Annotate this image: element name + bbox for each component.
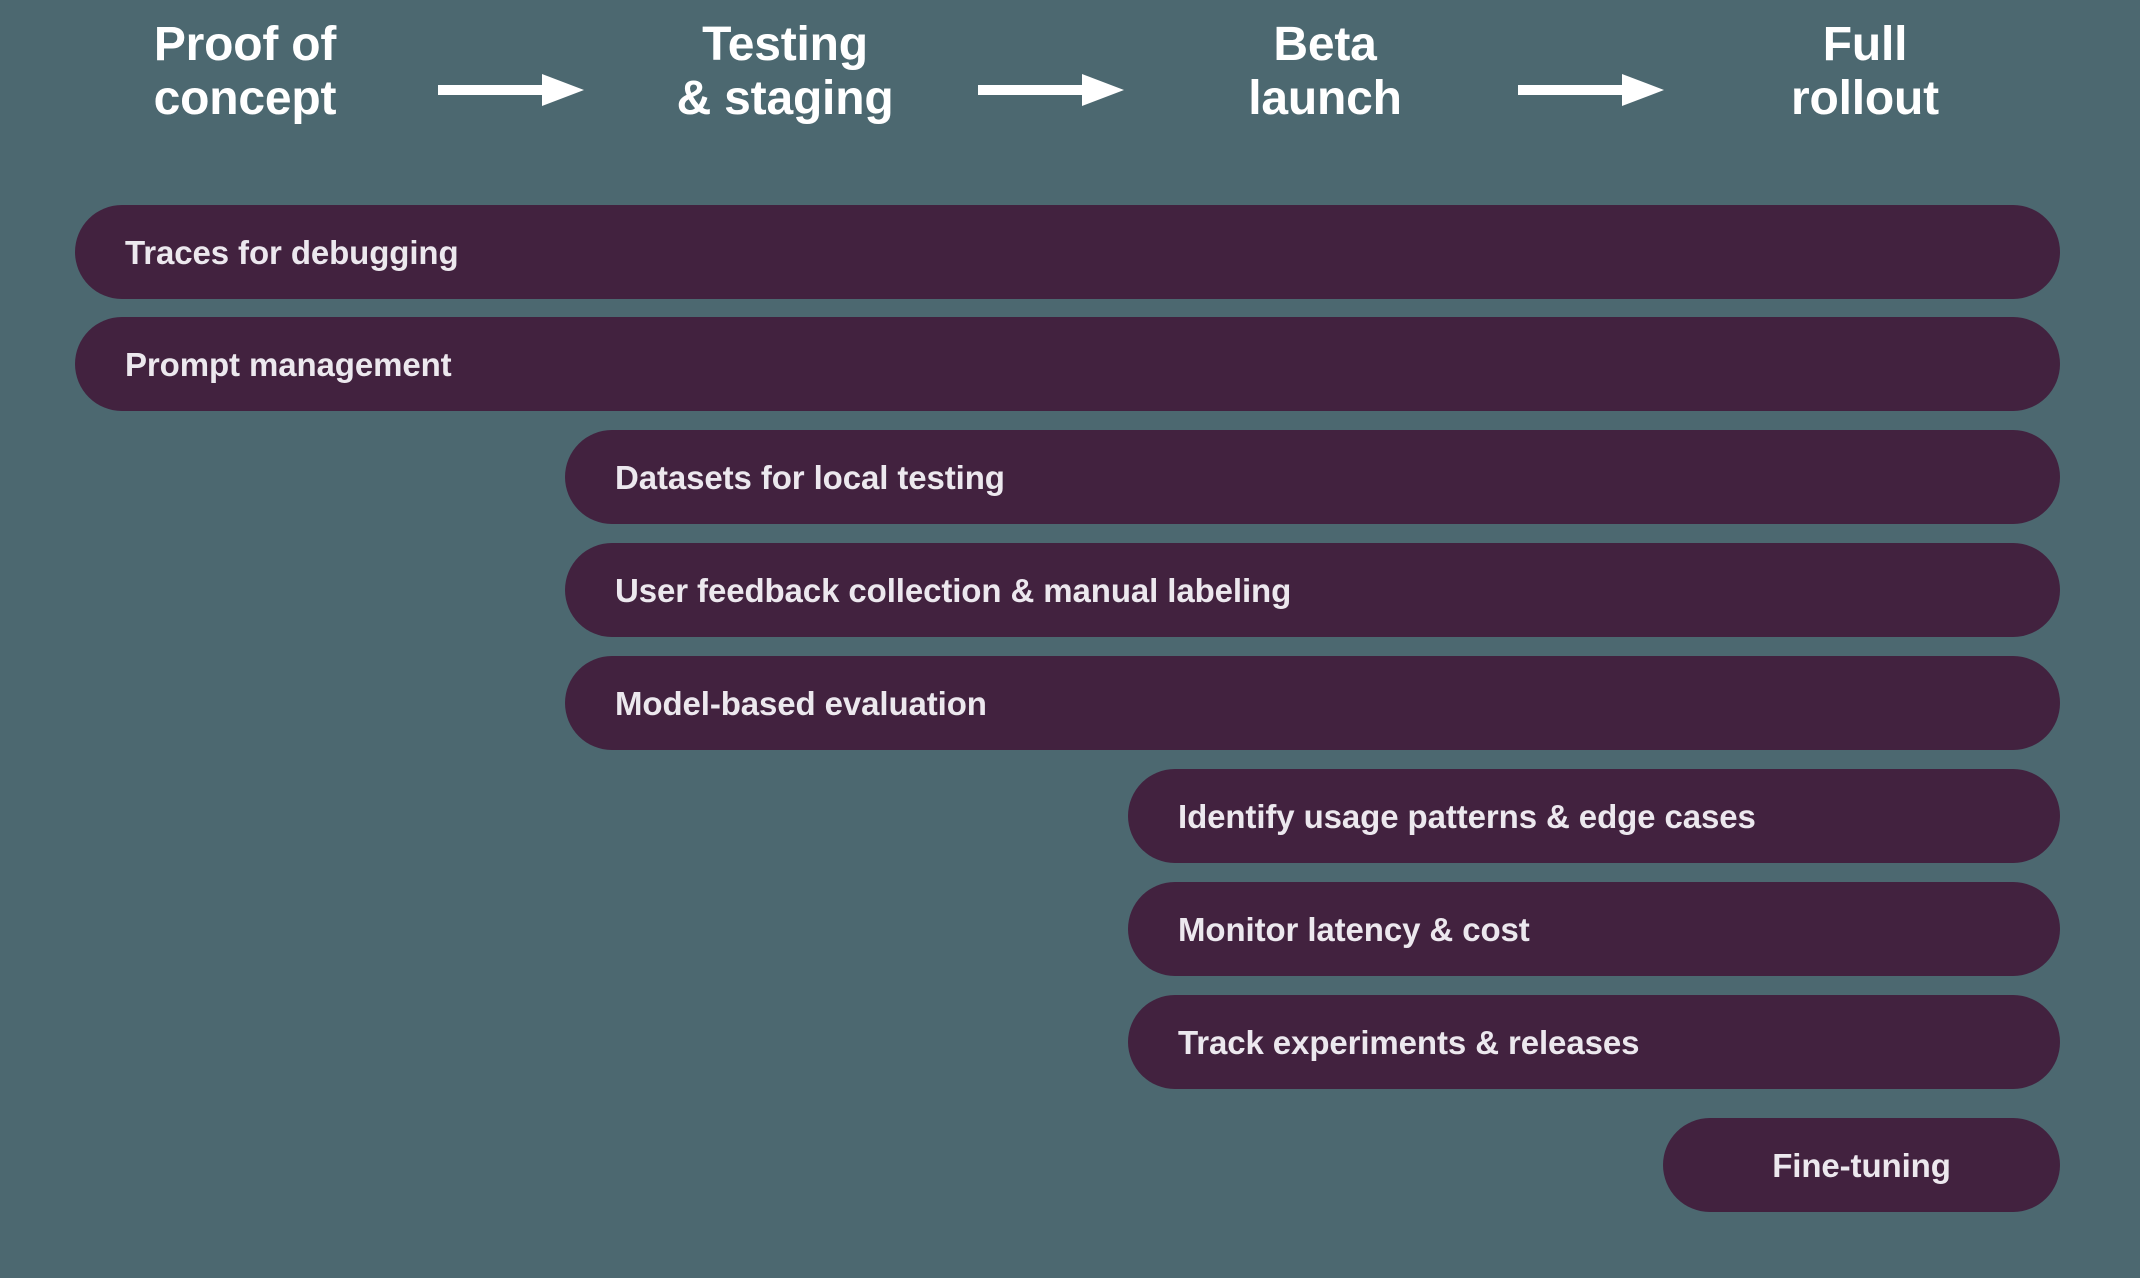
bar-traces-for-debugging: Traces for debugging (75, 205, 2060, 299)
phase-full-rollout: Full rollout (1791, 18, 1939, 125)
phase-header-row: Proof of concept Testing & staging Beta la… (0, 0, 2140, 180)
bar-model-based-evaluation: Model-based evaluation (565, 656, 2060, 750)
bar-label: Traces for debugging (125, 233, 459, 271)
bar-identify-usage-patterns: Identify usage patterns & edge cases (1128, 769, 2060, 863)
bar-label: Prompt management (125, 345, 452, 383)
bar-monitor-latency-and-cost: Monitor latency & cost (1128, 882, 2060, 976)
bar-label: Monitor latency & cost (1178, 910, 1530, 948)
bar-label: Model-based evaluation (615, 684, 987, 722)
bar-label: Track experiments & releases (1178, 1023, 1640, 1061)
bar-user-feedback-collection: User feedback collection & manual labeli… (565, 543, 2060, 637)
phase-beta-launch: Beta launch (1248, 18, 1402, 125)
bar-fine-tuning: Fine-tuning (1663, 1118, 2060, 1212)
bar-datasets-for-local-testing: Datasets for local testing (565, 430, 2060, 524)
bar-label: Fine-tuning (1772, 1146, 1951, 1184)
phase-testing-and-staging: Testing & staging (676, 18, 894, 125)
bar-prompt-management: Prompt management (75, 317, 2060, 411)
bar-track-experiments-and-releases: Track experiments & releases (1128, 995, 2060, 1089)
bar-label: Identify usage patterns & edge cases (1178, 797, 1756, 835)
arrow-beta-to-rollout (1518, 74, 1664, 106)
phase-proof-of-concept: Proof of concept (153, 18, 337, 125)
bar-label: User feedback collection & manual labeli… (615, 571, 1292, 609)
arrow-testing-to-beta (978, 74, 1124, 106)
bar-label: Datasets for local testing (615, 458, 1005, 496)
arrow-proof-to-testing (438, 74, 584, 106)
